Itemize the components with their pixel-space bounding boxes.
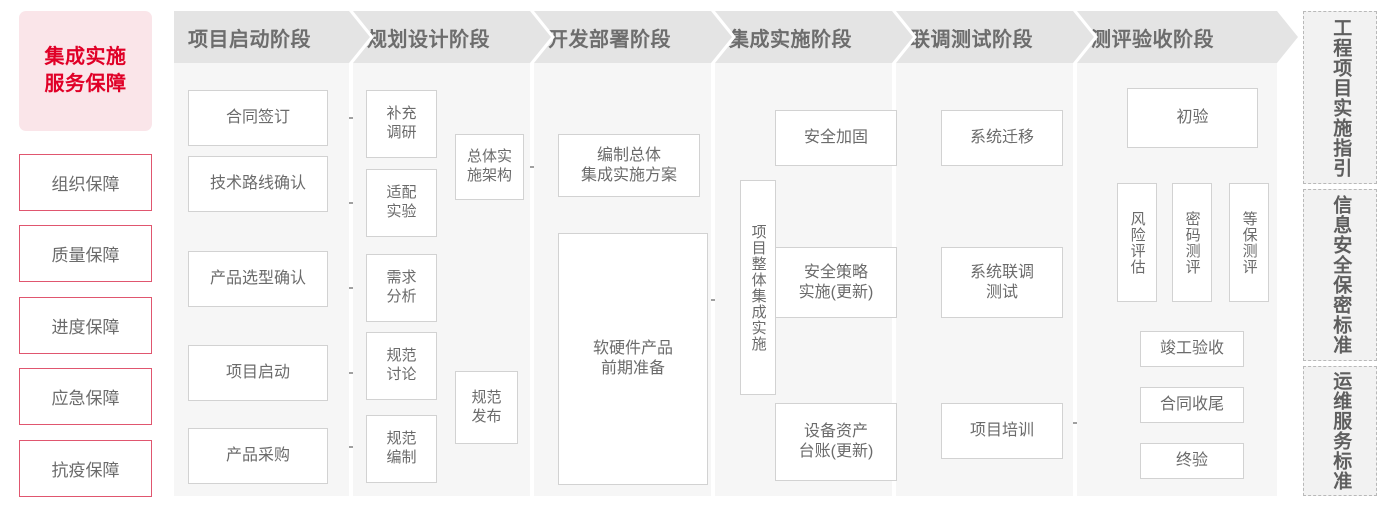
task-project-kickoff[interactable]: 项目启动 xyxy=(188,345,328,401)
task-requirement-analysis[interactable]: 需求分析 xyxy=(366,254,437,322)
task-contract-closure[interactable]: 合同收尾 xyxy=(1140,387,1244,423)
task-adaptation-experiment[interactable]: 适配实验 xyxy=(366,169,437,237)
task-adaptation-experiment-l1: 适配 xyxy=(386,184,417,202)
standard-engineering-project-guideline-label: 工程项目实施指引 xyxy=(1330,17,1352,178)
task-adaptation-experiment-l2: 实验 xyxy=(386,203,417,220)
phase-header-planning-label: 规划设计阶段 xyxy=(367,28,490,51)
task-security-policy-implementation[interactable]: 安全策略实施(更新) xyxy=(775,247,897,318)
task-project-training[interactable]: 项目培训 xyxy=(941,403,1063,459)
task-security-policy-l1: 安全策略 xyxy=(803,263,868,281)
phase-header-initiation[interactable]: 项目启动阶段 xyxy=(174,11,370,63)
guarantee-item-schedule[interactable]: 进度保障 xyxy=(19,297,152,354)
guarantee-item-epidemic[interactable]: 抗疫保障 xyxy=(19,440,152,497)
task-overall-integration-plan[interactable]: 编制总体集成实施方案 xyxy=(558,134,700,197)
task-spec-release-l2: 发布 xyxy=(471,407,502,425)
task-spec-drafting[interactable]: 规范编制 xyxy=(366,415,437,483)
phase-header-planning[interactable]: 规划设计阶段 xyxy=(353,11,551,63)
guarantee-item-organization[interactable]: 组织保障 xyxy=(19,154,152,211)
task-spec-release[interactable]: 规范发布 xyxy=(455,371,518,444)
task-supplementary-research[interactable]: 补充调研 xyxy=(366,90,437,158)
task-joint-debug-l2: 测试 xyxy=(985,283,1018,301)
standard-information-security-confidentiality-label: 信息安全保密标准 xyxy=(1330,195,1352,355)
guarantee-header: 集成实施 服务保障 xyxy=(19,11,152,131)
task-hw-sw-preparation[interactable]: 软硬件产品前期准备 xyxy=(558,233,708,485)
phase-header-initiation-label: 项目启动阶段 xyxy=(188,28,311,51)
phase-header-acceptance[interactable]: 测评验收阶段 xyxy=(1077,11,1298,63)
task-spec-discussion[interactable]: 规范讨论 xyxy=(366,332,437,400)
task-preliminary-acceptance[interactable]: 初验 xyxy=(1127,88,1258,148)
task-tech-route-confirm[interactable]: 技术路线确认 xyxy=(188,156,328,212)
task-overall-implementation-architecture[interactable]: 总体实施架构 xyxy=(455,134,524,200)
phase-header-joint-test[interactable]: 联调测试阶段 xyxy=(896,11,1094,63)
task-spec-drafting-l1: 规范 xyxy=(386,430,417,448)
task-spec-drafting-l2: 编制 xyxy=(386,449,417,466)
task-risk-assessment[interactable]: 风险评估 xyxy=(1117,183,1157,302)
task-requirement-analysis-l2: 分析 xyxy=(386,288,417,305)
task-overall-integration-plan-l2: 集成实施方案 xyxy=(580,166,677,184)
task-overall-project-integration[interactable]: 项目整体集成实施 xyxy=(740,180,776,395)
task-hw-sw-preparation-l1: 软硬件产品 xyxy=(592,340,673,357)
task-supplementary-research-l1: 补充 xyxy=(386,105,417,123)
phase-header-development[interactable]: 开发部署阶段 xyxy=(534,11,732,63)
task-spec-release-l1: 规范 xyxy=(471,388,502,406)
task-classified-protection-evaluation[interactable]: 等保测评 xyxy=(1229,183,1269,302)
task-spec-discussion-l2: 讨论 xyxy=(386,366,417,383)
standard-engineering-project-guideline[interactable]: 工程项目实施指引 xyxy=(1303,11,1377,184)
task-security-hardening[interactable]: 安全加固 xyxy=(775,110,897,166)
standard-om-service-label: 运维服务标准 xyxy=(1330,371,1352,491)
task-asset-ledger-l2: 台账(更新) xyxy=(798,443,874,460)
guarantee-title-line2: 服务保障 xyxy=(44,73,127,95)
task-supplementary-research-l2: 调研 xyxy=(386,124,417,141)
task-asset-ledger-update[interactable]: 设备资产台账(更新) xyxy=(775,403,897,481)
task-joint-debug-l1: 系统联调 xyxy=(969,263,1034,281)
phase-header-acceptance-label: 测评验收阶段 xyxy=(1091,28,1214,51)
task-cryptography-evaluation[interactable]: 密码测评 xyxy=(1172,183,1212,302)
task-final-acceptance[interactable]: 终验 xyxy=(1140,443,1244,479)
phase-header-development-label: 开发部署阶段 xyxy=(548,28,671,51)
guarantee-title-line1: 集成实施 xyxy=(44,46,127,68)
task-completion-acceptance[interactable]: 竣工验收 xyxy=(1140,331,1244,367)
task-asset-ledger-l1: 设备资产 xyxy=(803,423,868,440)
standard-information-security-confidentiality[interactable]: 信息安全保密标准 xyxy=(1303,189,1377,361)
task-spec-discussion-l1: 规范 xyxy=(386,347,417,365)
guarantee-item-quality[interactable]: 质量保障 xyxy=(19,225,152,282)
standard-om-service[interactable]: 运维服务标准 xyxy=(1303,366,1377,496)
task-hw-sw-preparation-l2: 前期准备 xyxy=(600,360,665,377)
phase-header-integration[interactable]: 集成实施阶段 xyxy=(715,11,913,63)
task-system-migration[interactable]: 系统迁移 xyxy=(941,110,1063,166)
guarantee-item-emergency[interactable]: 应急保障 xyxy=(19,368,152,425)
task-contract-signing[interactable]: 合同签订 xyxy=(188,90,328,146)
task-product-selection-confirm[interactable]: 产品选型确认 xyxy=(188,251,328,307)
task-system-joint-debug-test[interactable]: 系统联调测试 xyxy=(941,247,1063,318)
task-requirement-analysis-l1: 需求 xyxy=(386,269,417,287)
task-product-procurement[interactable]: 产品采购 xyxy=(188,428,328,484)
phase-header-integration-label: 集成实施阶段 xyxy=(729,28,852,51)
task-overall-architecture-l1: 总体实 xyxy=(466,148,512,166)
task-overall-integration-plan-l1: 编制总体 xyxy=(596,146,661,164)
phase-header-joint-test-label: 联调测试阶段 xyxy=(910,28,1033,51)
task-overall-architecture-l2: 施架构 xyxy=(466,167,512,184)
task-security-policy-l2: 实施(更新) xyxy=(798,283,874,301)
